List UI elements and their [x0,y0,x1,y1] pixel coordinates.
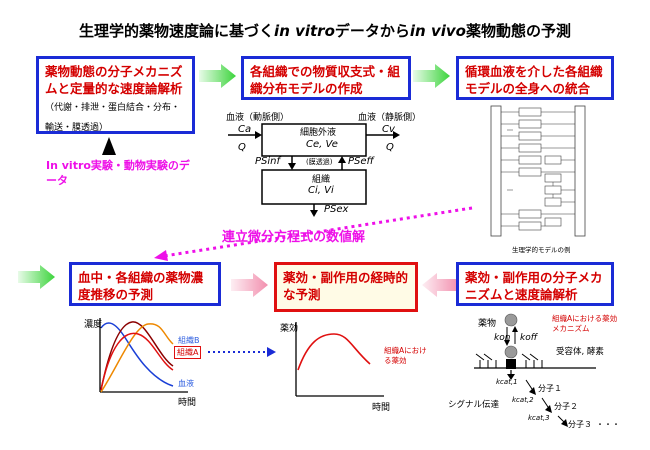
blood-artery-label: 血液（動脈側） [226,113,290,123]
ps-ex-label: PSex [324,204,349,215]
molecule1-label: 分子１ [538,384,562,393]
molecule2-label: 分子２ [554,402,578,411]
box-effect-mechanism: 薬効・副作用の分子メカニズムと速度論解析 [456,262,614,306]
q-right-label: Q [386,142,394,153]
title-in-vivo: in vivo [409,22,466,40]
target-mechanism-note: 組織Aにおける薬効メカニズム [552,314,618,333]
tissue-label: 組織 [312,175,331,185]
ci-vi-label: Ci, Vi [308,185,334,196]
permeation-label: (膜透過) [306,158,333,166]
mechanism-diagram [474,313,596,427]
kcat2-label: kcat,2 [512,396,534,404]
kcat3-label: kcat,3 [528,414,550,422]
curve-tissue-b [100,323,174,393]
pink-arrow-left [422,273,459,297]
ode-solution-label: 連立微分方程式の数値解 [222,230,366,245]
molecule3-label: 分子３ [568,420,592,429]
legend-tissue-b: 組織B [178,336,200,345]
pink-arrow-right [231,273,268,297]
receptor-icon [506,359,516,369]
title-in-vitro: in vitro [274,22,335,40]
magenta-dotted-arrow [154,206,473,261]
ce-ve-label: Ce, Ve [306,139,338,150]
conc-xlabel: 時間 [178,398,197,408]
signal-label: シグナル伝達 [448,400,500,410]
effect-xlabel: 時間 [372,403,391,413]
effect-annotation: 組織Aにおける薬効 [384,346,427,365]
drug-molecule-icon [504,313,518,327]
receptor-label: 受容体, 酵素 [556,347,604,357]
drug-label: 薬物 [478,319,497,329]
effect-ylabel: 薬効 [280,324,299,334]
box-whole-body-integration: 循環血液を介した各組織モデルの全身への統合 [456,56,614,100]
continuation-dots: ・・・ [596,420,620,429]
box-mass-balance: 各組織での物質収支式・組織分布モデルの作成 [241,56,411,100]
conc-ylabel: 濃度 [84,320,103,330]
legend-tissue-a: 組織A [174,346,202,359]
extracellular-compartment [261,123,367,157]
effect-curve [297,333,371,371]
curve-tissue-red [100,332,174,391]
whole-body-caption: 生理学的モデルの例 [512,246,571,254]
whole-body-model-schematic [485,100,593,248]
kon-label: kon [494,333,511,343]
ps-eff-label: PSeff [348,156,374,167]
blue-dotted-arrow [208,347,276,357]
cv-label: Cv [382,124,395,135]
ca-label: Ca [238,124,252,135]
box-effect-time-course: 薬効・副作用の経時的な予測 [274,262,418,312]
tissue-compartment-model [228,123,400,217]
box-concentration-prediction: 血中・各組織の薬物濃度推移の予測 [69,262,221,306]
page-title: 生理学的薬物速度論に基づくin vitroデータからin vivo薬物動態の予測 [79,22,571,40]
box-molecular-mechanism: 薬物動態の分子メカニズムと定量的な速度論解析（代謝・排泄・蛋白結合・分布・輸送・… [36,56,195,134]
green-arrow-right-2 [413,64,450,88]
green-arrow-right-3 [18,265,55,289]
green-arrow-right-1 [199,64,236,88]
koff-label: koff [520,333,538,343]
ps-inf-label: PSinf [255,156,281,167]
tissue-compartment [261,169,367,205]
box1-note: （代謝・排泄・蛋白結合・分布・輸送・膜透過） [45,103,181,133]
extracellular-label: 細胞外液 [300,128,337,138]
concentration-time-plot [99,318,188,393]
bound-drug-icon [504,345,518,359]
q-left-label: Q [238,142,246,153]
kcat1-label: kcat,1 [496,378,518,386]
up-arrow-icon [102,137,116,155]
curve-blood [100,322,174,387]
legend-blood: 血液 [178,379,194,388]
blood-vein-label: 血液（静脈側） [358,113,422,123]
effect-time-plot [295,322,384,397]
experiment-data-note: In vitro実験・動物実験のデータ [46,159,190,187]
curve-tissue-a [100,321,174,391]
